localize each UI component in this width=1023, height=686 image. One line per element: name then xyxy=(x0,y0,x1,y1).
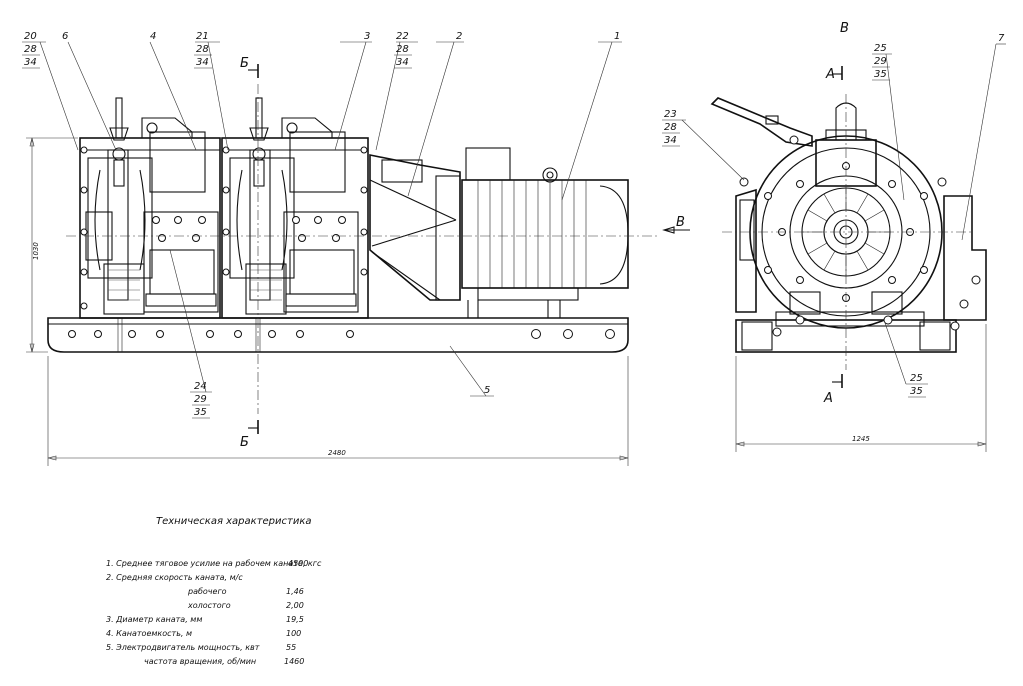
reducer-coupling xyxy=(369,154,461,301)
section-a-bottom-label: А xyxy=(823,391,833,406)
section-b-bottom-label: Б xyxy=(240,435,249,450)
front-view xyxy=(22,41,690,466)
drum-unit-1 xyxy=(79,97,221,319)
spec-row-3-label: рабочего xyxy=(187,587,227,596)
callout-25a-b: 29 xyxy=(874,56,887,67)
side-bottom-supports xyxy=(789,291,903,325)
callout-25a-a: 25 xyxy=(874,43,887,54)
dimension-labels: 2480 1030 1245 xyxy=(32,242,870,457)
dimension-length: 2480 xyxy=(328,449,346,457)
base-bolts xyxy=(68,329,615,339)
spec-row-5-label: 3. Диаметр каната, мм xyxy=(106,615,202,624)
section-a-marks xyxy=(832,66,843,388)
view-section-labels: В А А Б Б В xyxy=(240,21,849,450)
callout-4: 4 xyxy=(150,31,156,42)
electric-motor xyxy=(461,147,629,318)
callout-1: 1 xyxy=(614,31,620,42)
callout-20-a: 20 xyxy=(24,31,37,42)
spec-row-2-label: 2. Средняя скорость каната, м/с xyxy=(106,573,243,582)
spec-title: Техническая характеристика xyxy=(156,516,312,527)
spec-table: Техническая характеристика 1. Среднее тя… xyxy=(106,516,322,666)
callout-25a-c: 35 xyxy=(874,69,887,80)
section-a-top-label: А xyxy=(825,67,835,82)
callout-6: 6 xyxy=(62,31,68,42)
callout-2: 2 xyxy=(456,31,462,42)
dimension-width: 1245 xyxy=(852,435,870,443)
callout-23-a: 23 xyxy=(664,109,677,120)
callout-24-a: 24 xyxy=(194,381,207,392)
side-base xyxy=(735,311,960,353)
callout-24-b: 29 xyxy=(194,394,207,405)
callout-7: 7 xyxy=(998,33,1005,44)
side-frame xyxy=(735,177,987,321)
section-b-top-label: Б xyxy=(240,56,249,71)
spec-row-5-value: 19,5 xyxy=(286,615,304,624)
view-arrow-label: В xyxy=(676,215,685,230)
side-view xyxy=(662,43,1006,452)
drum-bolts xyxy=(764,162,928,302)
spec-row-4-value: 2,00 xyxy=(286,601,304,610)
callout-21-b: 28 xyxy=(196,44,209,55)
callout-20-b: 28 xyxy=(24,44,37,55)
callout-25b-b: 35 xyxy=(910,386,923,397)
callout-20-c: 34 xyxy=(24,57,37,68)
spec-row-6-value: 100 xyxy=(286,629,301,638)
callout-21-c: 34 xyxy=(196,57,209,68)
side-lever xyxy=(710,97,813,147)
front-leaders xyxy=(22,41,622,397)
spec-row-8-label: частота вращения, об/мин xyxy=(144,657,256,666)
front-dimensions xyxy=(26,137,629,466)
spec-row-1-value: 4500 xyxy=(288,559,308,568)
dimension-height: 1030 xyxy=(32,242,40,260)
callout-22-b: 28 xyxy=(396,44,409,55)
base-frame xyxy=(47,317,629,353)
side-dimensions xyxy=(735,324,987,452)
callout-labels: 20 28 34 6 4 21 28 34 3 22 28 34 2 1 24 … xyxy=(24,31,1005,418)
callout-5: 5 xyxy=(484,385,490,396)
callout-24-c: 35 xyxy=(194,407,207,418)
view-v-label: В xyxy=(840,21,849,36)
callout-22-a: 22 xyxy=(396,31,409,42)
view-arrow xyxy=(662,226,690,234)
spec-row-3-value: 1,46 xyxy=(286,587,304,596)
callout-25b-a: 25 xyxy=(910,373,923,384)
callout-3: 3 xyxy=(364,31,370,42)
spec-row-1-label: 1. Среднее тяговое усилие на рабочем кан… xyxy=(106,559,322,568)
spec-row-6-label: 4. Канатоемкость, м xyxy=(106,629,192,638)
spec-row-7-label: 5. Электродвигатель мощность, квт xyxy=(106,643,260,652)
section-b-marks xyxy=(248,64,259,434)
side-leaders xyxy=(662,43,1006,385)
spec-row-7-value: 55 xyxy=(286,643,296,652)
spec-row-8-value: 1460 xyxy=(284,657,304,666)
callout-23-c: 34 xyxy=(664,135,677,146)
spec-row-4-label: холостого xyxy=(187,601,231,610)
callout-21-a: 21 xyxy=(196,31,209,42)
callout-boxes xyxy=(22,54,926,419)
callout-23-b: 28 xyxy=(664,122,677,133)
drum-unit-2 xyxy=(221,97,369,319)
callout-22-c: 34 xyxy=(396,57,409,68)
